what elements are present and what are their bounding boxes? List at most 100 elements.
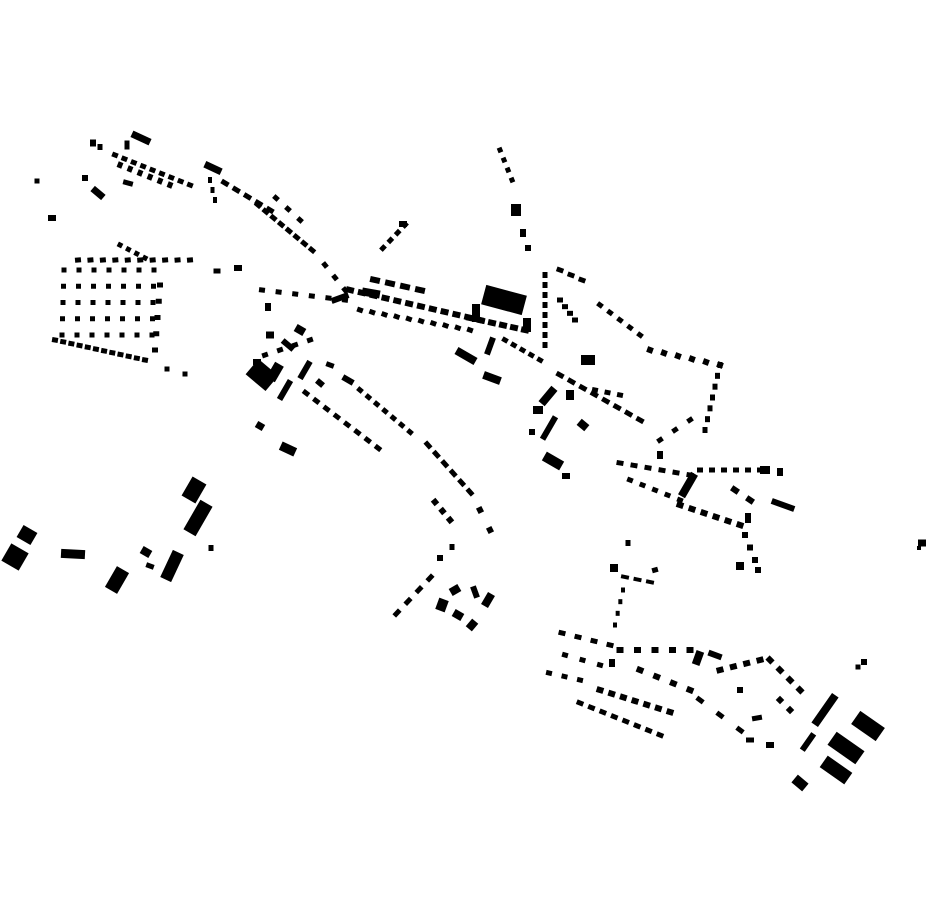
building [167,174,175,181]
building [518,346,527,354]
building [186,257,194,263]
building [504,166,512,174]
building [573,633,583,641]
building [368,308,376,316]
building [158,170,166,178]
building [630,462,638,469]
building [137,257,144,263]
building [104,566,130,594]
building [16,524,38,546]
building [577,276,587,284]
building [210,187,215,193]
building [621,717,630,725]
building [392,608,402,618]
building [612,403,622,412]
building [678,471,698,499]
building [687,505,697,513]
building [438,506,447,516]
building [60,548,86,560]
building [253,200,263,210]
building [646,346,654,354]
building [156,177,164,185]
building [855,664,861,670]
building [746,737,754,743]
building [111,151,119,159]
building [353,428,362,437]
building [393,228,402,237]
building [120,155,129,163]
building [61,267,67,273]
building [431,449,441,460]
building [561,673,568,680]
building [125,353,133,360]
building [674,352,682,360]
building [626,323,634,332]
building [213,268,221,274]
building [644,726,653,735]
building [721,467,727,473]
building [745,495,755,505]
building [161,257,169,263]
building [691,650,705,666]
building [529,429,535,435]
building [291,291,299,297]
building [91,283,96,289]
building [307,245,317,255]
building [325,361,335,369]
building [695,695,705,705]
building [861,659,867,665]
building [668,679,678,688]
building [615,610,620,616]
building [542,332,548,338]
building [576,676,584,684]
building [799,732,817,752]
building [1,543,29,571]
building [587,703,596,712]
building [445,515,455,525]
building [635,415,645,425]
building [520,229,526,237]
building [657,451,663,459]
building [242,192,253,201]
building [276,378,294,402]
building [361,287,381,299]
building [150,316,155,322]
building [34,178,40,184]
building [414,285,426,295]
building [416,302,426,311]
building [644,464,652,471]
building [607,689,616,698]
building [372,400,381,408]
building [566,271,576,279]
building [311,396,321,405]
building [509,323,519,332]
building [157,282,163,288]
building [330,292,350,304]
building [605,641,615,649]
building [51,337,59,343]
building [284,226,294,235]
building [106,267,112,273]
building [711,513,721,521]
building [451,310,461,319]
building [91,267,97,273]
building [380,311,389,318]
building [379,244,387,252]
building [709,467,715,473]
building [523,318,531,332]
building [265,205,275,215]
building [141,254,149,262]
building [148,166,157,174]
building [299,239,309,248]
building [542,312,548,318]
building [437,555,443,561]
building [918,539,926,547]
building [542,342,548,348]
building [397,421,406,429]
building [261,207,271,216]
building [104,332,110,338]
building [626,476,634,484]
building [591,386,599,394]
